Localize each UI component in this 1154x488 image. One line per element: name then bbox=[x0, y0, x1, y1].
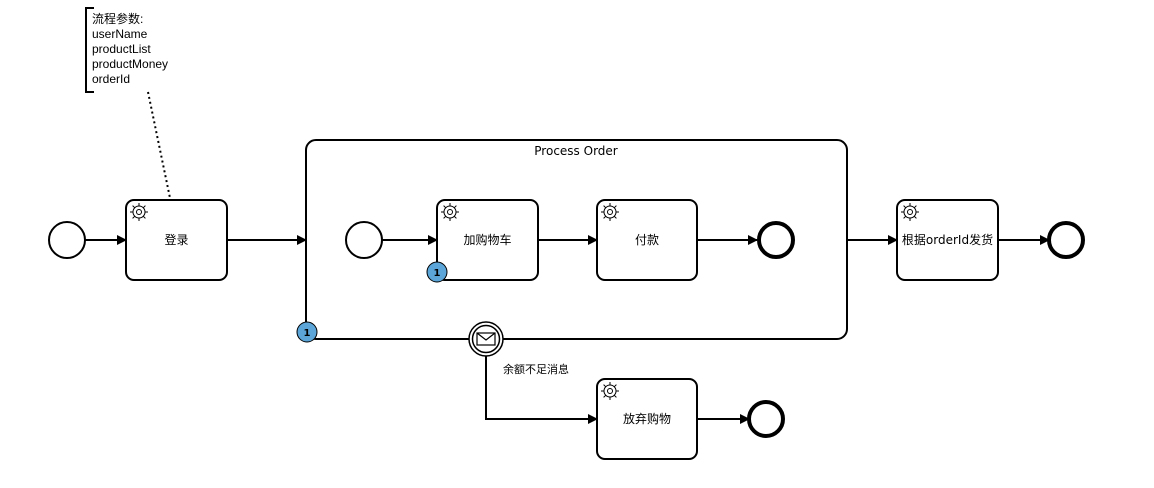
abandon-end-event[interactable] bbox=[747, 400, 785, 438]
badge-count: 1 bbox=[434, 268, 441, 279]
annotation-line: userName bbox=[92, 27, 148, 41]
boundary-message-event[interactable] bbox=[468, 321, 504, 357]
task-label: 放弃购物 bbox=[623, 411, 671, 426]
boundary-event-label: 余额不足消息 bbox=[503, 362, 569, 376]
subprocess-end-event[interactable] bbox=[757, 221, 795, 259]
task-label: 加购物车 bbox=[463, 232, 511, 247]
envelope-icon bbox=[476, 332, 496, 346]
task-abandon[interactable]: 放弃购物 bbox=[596, 378, 698, 460]
gear-icon bbox=[600, 381, 620, 401]
annotation-association[interactable] bbox=[147, 91, 171, 199]
task-label: 根据orderId发货 bbox=[902, 232, 993, 247]
start-event[interactable] bbox=[48, 221, 86, 259]
gear-icon bbox=[440, 202, 460, 222]
badge-count: 1 bbox=[304, 328, 311, 339]
task-add-cart[interactable]: 加购物车 bbox=[436, 199, 539, 281]
end-event[interactable] bbox=[1047, 221, 1085, 259]
badge-add-cart: 1 bbox=[426, 261, 448, 283]
gear-icon bbox=[129, 202, 149, 222]
annotation-line: productMoney bbox=[92, 57, 168, 71]
text-annotation[interactable]: 流程参数: userName productList productMoney … bbox=[85, 7, 168, 93]
annotation-line: 流程参数: bbox=[92, 11, 143, 26]
gear-icon bbox=[600, 202, 620, 222]
task-label: 付款 bbox=[635, 233, 659, 247]
flow-boundary-to-abandon[interactable] bbox=[485, 356, 598, 424]
annotation-line: orderId bbox=[92, 72, 130, 86]
task-ship[interactable]: 根据orderId发货 bbox=[896, 199, 999, 281]
task-login[interactable]: 登录 bbox=[125, 199, 228, 281]
task-label: 登录 bbox=[164, 232, 188, 247]
subprocess-start-event[interactable] bbox=[345, 221, 383, 259]
subprocess-label: Process Order bbox=[534, 144, 618, 158]
gear-icon bbox=[900, 202, 920, 222]
badge-subprocess: 1 bbox=[296, 321, 318, 343]
annotation-line: productList bbox=[92, 42, 151, 56]
task-pay[interactable]: 付款 bbox=[596, 199, 698, 281]
